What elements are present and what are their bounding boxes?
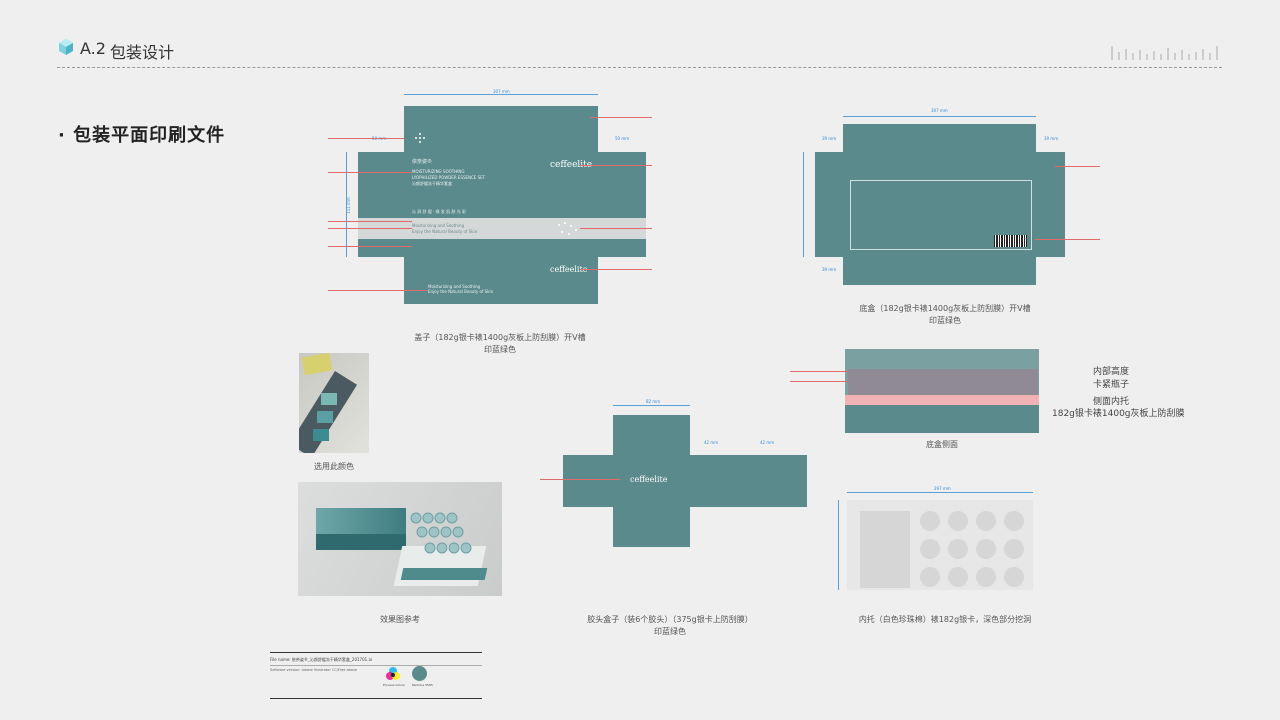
- lid-line2: LYOPHILIZED POWDER ESSENCE SET: [412, 175, 486, 180]
- bottom-bottom-flap: [843, 257, 1036, 285]
- bottom-caption-2: 印蓝绿色: [929, 316, 961, 325]
- side-view-diagram: [790, 345, 1050, 440]
- lid-top-flap: [404, 106, 598, 152]
- file-name: File name: 依奈姿®_沁颜舒缓冻干精华套盒_20170​1.ai: [270, 657, 373, 662]
- lid-bottom-en2: Enjoy the Natural Beauty of Skin: [428, 289, 494, 294]
- side-label-4: 182g银卡裱1400g灰板上防刮膜: [1052, 409, 1185, 419]
- side-view-inner: [848, 369, 1038, 397]
- lid-dots-decor: [558, 222, 577, 235]
- lid-width-dim: 307 mm: [493, 89, 510, 94]
- bottom-box-dieline: 307 mm 39 mm 39 mm 39 mm: [800, 105, 1100, 285]
- page-heading: · 包装平面印刷文件: [58, 125, 226, 146]
- tray-caption: 内托（白色珍珠棉）裱182g银卡，深色部分挖洞: [858, 615, 1032, 624]
- side-view-caption: 底盒侧面: [926, 440, 958, 449]
- header-ticks: [1110, 44, 1222, 64]
- reference-color-caption: 选用此颜色: [314, 462, 354, 471]
- render-reference-photo: [298, 482, 502, 596]
- capsule-bottom-flap: [613, 507, 690, 547]
- pantone-label: Pantone 5565: [412, 683, 433, 687]
- bottom-top-flap: [843, 124, 1036, 152]
- side-label-2: 卡紧瓶子: [1093, 380, 1130, 390]
- side-label-3: 侧面内托: [1093, 397, 1130, 407]
- capsule-side-dim: 42 mm: [704, 440, 719, 445]
- bottom-caption-1: 底盒（182g银卡裱1400g灰板上防刮膜）开V槽: [859, 304, 1031, 313]
- bottom-width-dim: 307 mm: [931, 108, 948, 113]
- lid-slogan-cn: 沁 润 舒 缓 · 唤 发 肌 肤 光 彩: [412, 209, 466, 214]
- side-view-pink-band: [845, 395, 1039, 405]
- bottom-side-dim-left: 39 mm: [822, 136, 837, 141]
- lid-main-panel: [358, 152, 646, 257]
- lid-plus-icon: [415, 133, 425, 143]
- capsule-top-dim: 82 mm: [646, 399, 661, 404]
- barcode: [994, 235, 1027, 247]
- capsule-caption-1: 胶头盒子（装6个胶头）（375g银卡上防刮膜）: [587, 615, 753, 624]
- bottom-info-table: [850, 180, 1032, 250]
- process-color-swatch: [386, 667, 400, 680]
- header-divider: [57, 67, 1222, 68]
- capsule-top-flap: [613, 415, 690, 455]
- section-title: 包装设计: [110, 43, 175, 62]
- lid-line3: 沁颜舒缓冻干精华套盒: [412, 181, 452, 186]
- lid-bottom-flap: [404, 257, 598, 304]
- lid-brand-logo: ceffeelite: [550, 160, 593, 170]
- bottom-side-dim-right: 39 mm: [1044, 136, 1059, 141]
- software-version: Software version: Adobe Illustrator CC/F…: [270, 668, 358, 672]
- process-color-label: Process Colors: [383, 683, 405, 687]
- tray-width-dim: 297 mm: [934, 486, 951, 491]
- capsule-center-band: [563, 455, 807, 507]
- side-view-lower: [845, 405, 1039, 433]
- lid-cn-brand: 依奈姿®: [412, 159, 433, 165]
- insert-tray: 297 mm: [830, 485, 1040, 605]
- side-view-upper: [845, 349, 1039, 403]
- capsule-right-dim: 42 mm: [760, 440, 775, 445]
- section-number: A.2: [80, 39, 106, 58]
- reference-color-photo: [299, 353, 369, 453]
- lid-slogan-en2: Enjoy the Natural Beauty of Skin: [412, 229, 478, 234]
- section-cube-icon: [57, 38, 75, 60]
- capsule-box-dieline: 82 mm 42 mm 42 mm ceffeelite: [520, 395, 820, 555]
- lid-brand-logo-2: ceffeelite: [550, 265, 588, 274]
- lid-caption-1: 盖子（182g银卡裱1400g灰板上防刮膜）开V槽: [414, 333, 586, 342]
- capsule-brand-logo: ceffeelite: [630, 475, 668, 484]
- bottom-side-dim-left-b: 39 mm: [822, 267, 837, 272]
- lid-caption-2: 印蓝绿色: [484, 345, 516, 354]
- side-label-1: 内部高度: [1093, 367, 1130, 377]
- file-info-block: File name: 依奈姿®_沁颜舒缓冻干精华套盒_20170​1.ai So…: [270, 652, 482, 700]
- lid-bottom-en1: Moisturizing and Soothing: [428, 284, 481, 289]
- lid-side-dim-right: 50 mm: [615, 136, 630, 141]
- tray-cutout-holes: [920, 511, 1024, 587]
- capsule-caption-2: 印蓝绿色: [654, 627, 686, 636]
- lid-box-dieline: 307 mm 50 mm 50 mm 111 mm 依奈姿® MOISTURIZ…: [300, 85, 680, 310]
- lid-slogan-en1: Moisturizing and Soothing: [412, 223, 465, 228]
- pantone-swatch: [412, 666, 427, 681]
- lid-slogan-band: [358, 218, 646, 239]
- lid-line1: MOISTURIZING SOOTHING: [412, 169, 465, 174]
- tray-cutout-rect: [860, 511, 910, 588]
- lid-height-dim: 111 mm: [345, 197, 351, 214]
- render-reference-caption: 效果图参考: [380, 615, 420, 624]
